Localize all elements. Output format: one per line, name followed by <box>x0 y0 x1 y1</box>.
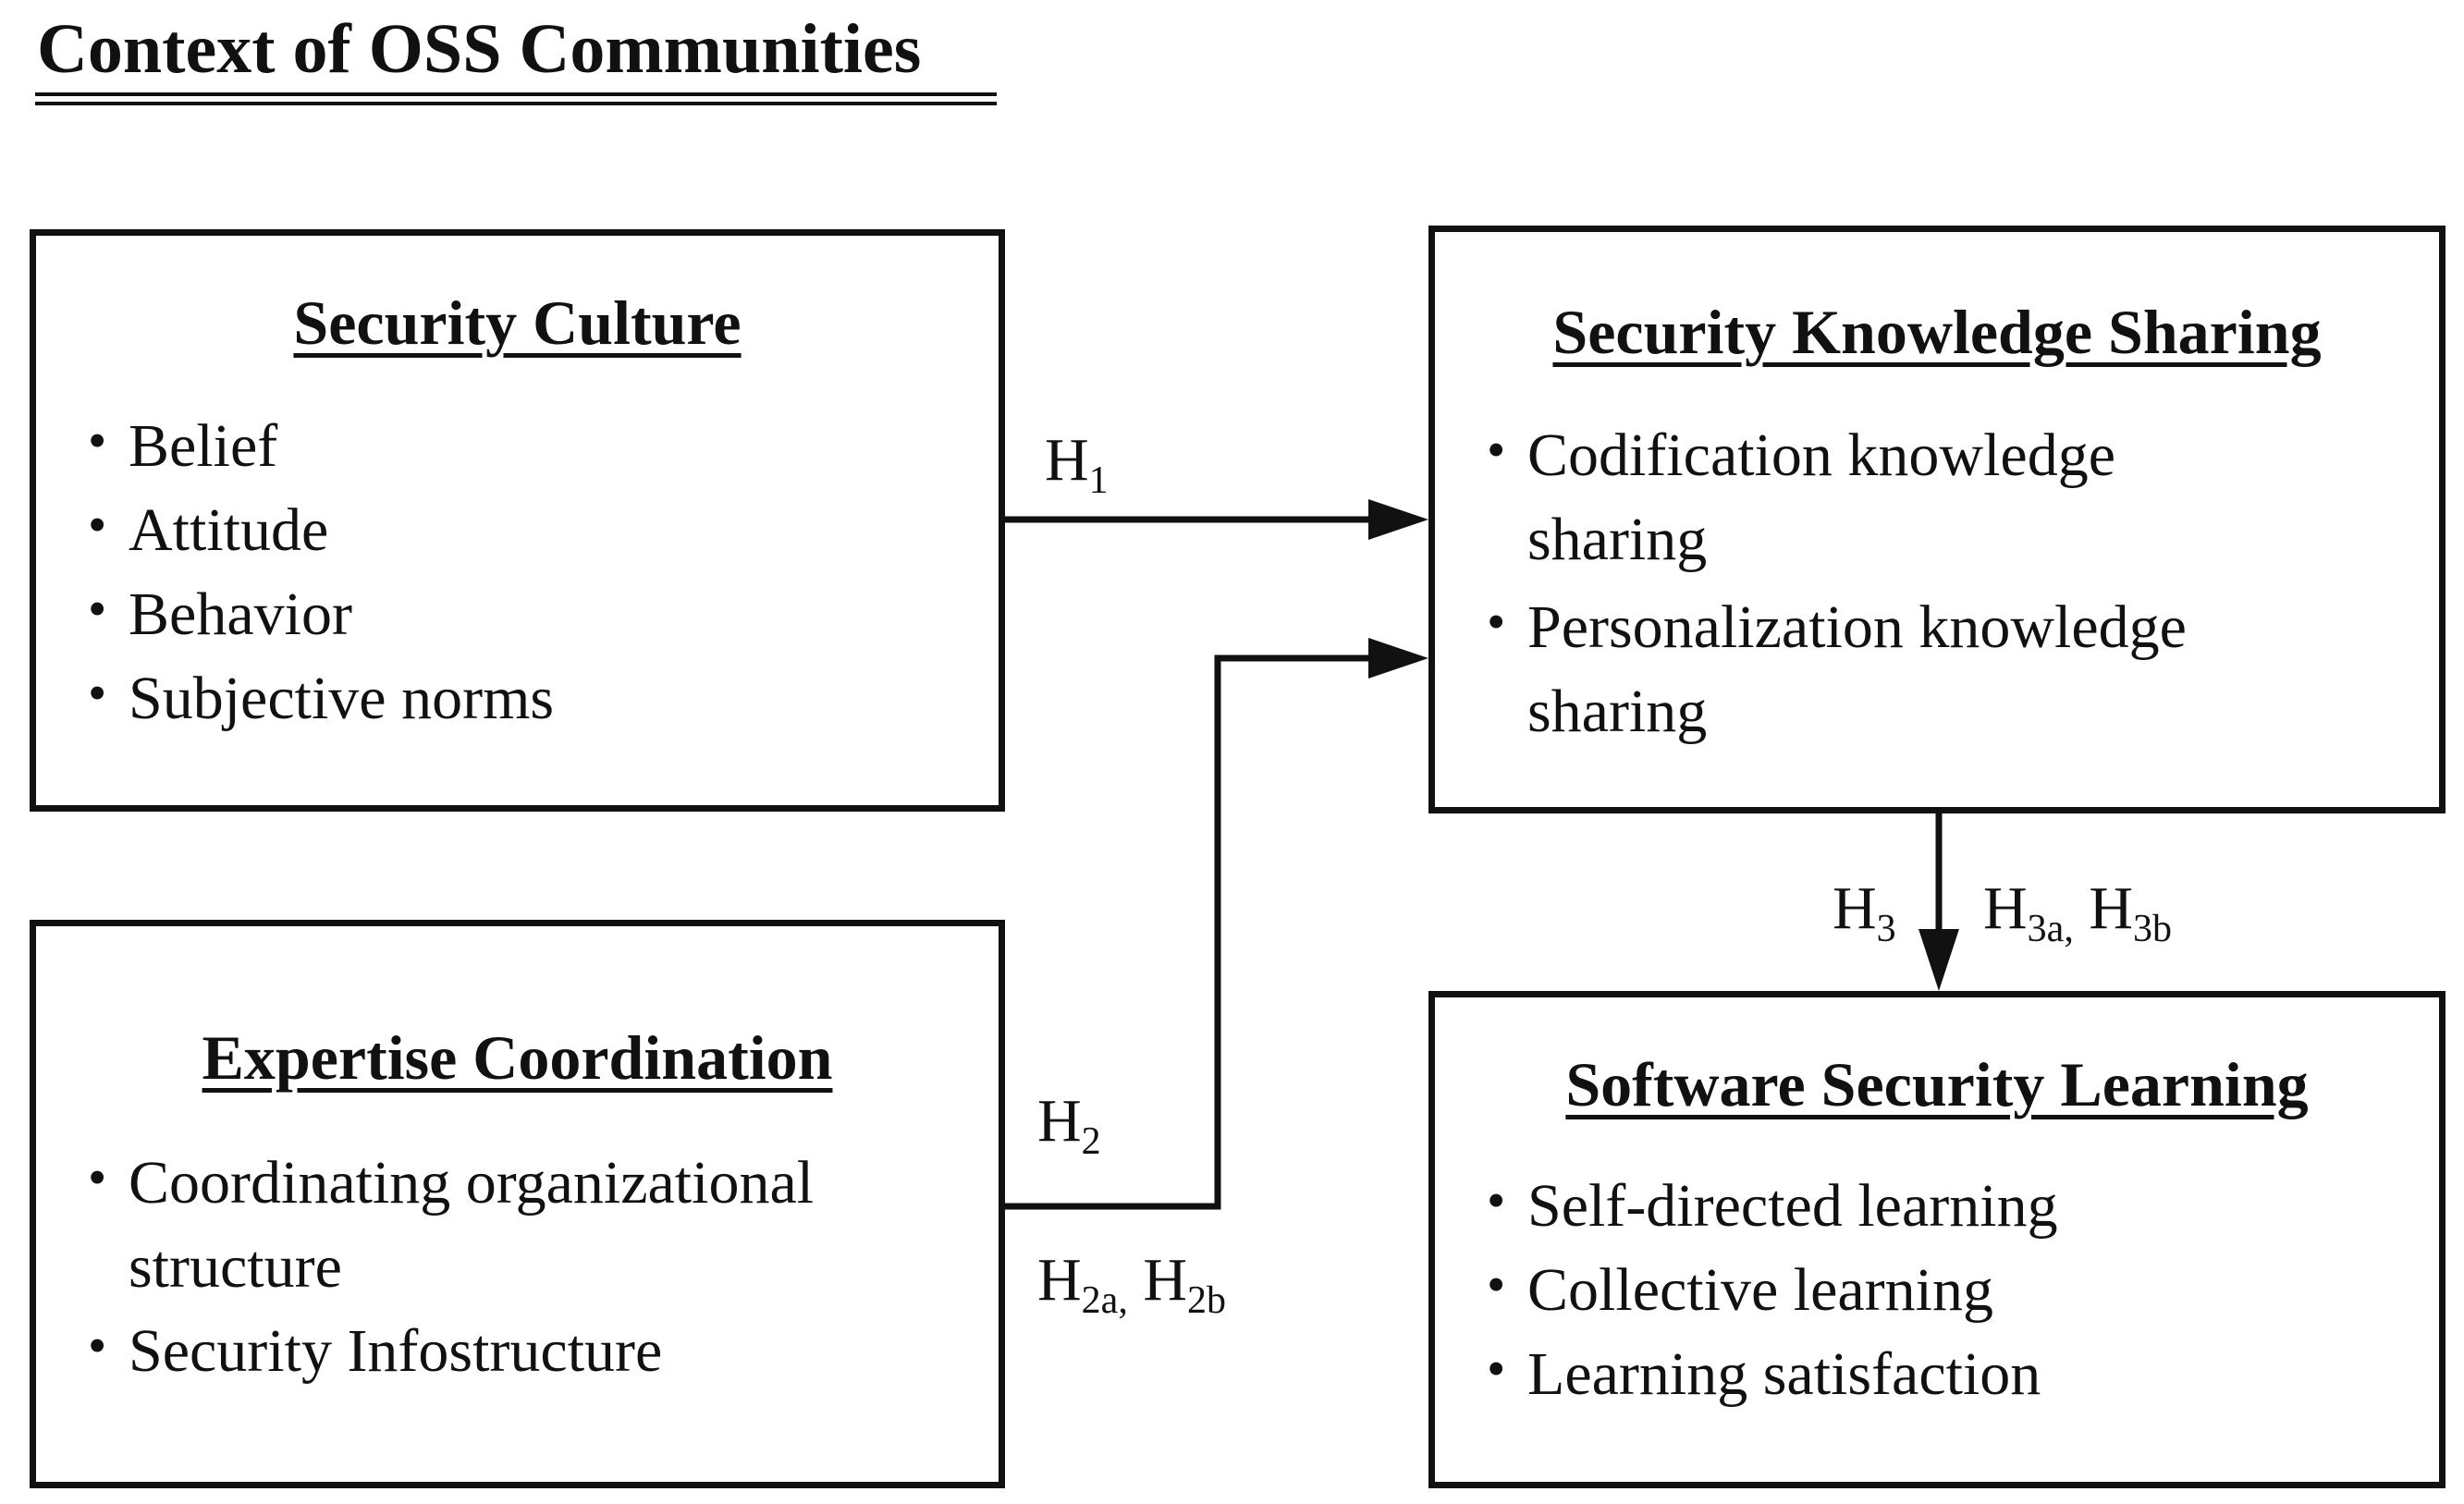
bullet-icon: • <box>1487 420 1506 480</box>
list-item: •Self-directed learning <box>1477 1164 2058 1248</box>
list-item: •Coordinating organizational structure <box>79 1141 924 1309</box>
h3a-h3b-label: H3a, H3b <box>1983 874 2172 950</box>
bullet-icon: • <box>1487 1339 1506 1400</box>
bullet-icon: • <box>88 579 107 640</box>
list-item: •Collective learning <box>1477 1248 2058 1332</box>
diagram-heading: Context of OSS Communities <box>37 10 922 88</box>
bullet-icon: • <box>88 1147 107 1207</box>
security-culture-box: Security Culture •Belief •Attitude •Beha… <box>30 229 1005 812</box>
h2-label: H2 <box>1037 1087 1101 1163</box>
arrow-h3 <box>1918 813 1959 991</box>
security-knowledge-sharing-box: Security Knowledge Sharing •Codification… <box>1428 226 2446 813</box>
expertise-coordination-box: Expertise Coordination •Coordinating org… <box>30 920 1005 1488</box>
heading-underline-bottom <box>35 102 997 105</box>
bullet-icon: • <box>88 663 107 724</box>
heading-underline-top <box>35 92 997 96</box>
list-item: •Behavior <box>79 572 554 656</box>
list-item: •Personalization knowledge sharing <box>1477 585 2360 753</box>
list-item: •Subjective norms <box>79 656 554 740</box>
expertise-coordination-title: Expertise Coordination <box>202 1022 833 1093</box>
h2a-h2b-label: H2a, H2b <box>1037 1246 1226 1322</box>
list-item: •Belief <box>79 404 554 488</box>
bullet-icon: • <box>1487 1170 1506 1230</box>
security-culture-items: •Belief •Attitude •Behavior •Subjective … <box>79 404 554 740</box>
security-knowledge-sharing-items: •Codification knowledge sharing •Persona… <box>1477 413 2411 753</box>
list-item: •Attitude <box>79 488 554 572</box>
h1-label: H1 <box>1045 426 1109 502</box>
security-knowledge-sharing-title: Security Knowledge Sharing <box>1552 297 2322 367</box>
list-item: •Codification knowledge sharing <box>1477 413 2258 581</box>
bullet-icon: • <box>88 1315 107 1376</box>
arrow-h1 <box>1005 499 1428 540</box>
arrow-h2 <box>1005 638 1428 1210</box>
bullet-icon: • <box>1487 1254 1506 1315</box>
bullet-icon: • <box>1487 592 1506 653</box>
bullet-icon: • <box>88 410 107 471</box>
list-item: •Security Infostructure <box>79 1309 966 1393</box>
software-security-learning-items: •Self-directed learning •Collective lear… <box>1477 1164 2058 1416</box>
h3-label: H3 <box>1833 874 1896 950</box>
bullet-icon: • <box>88 495 107 556</box>
security-culture-title: Security Culture <box>293 287 742 358</box>
list-item: •Learning satisfaction <box>1477 1332 2058 1416</box>
software-security-learning-title: Software Security Learning <box>1565 1049 2309 1119</box>
expertise-coordination-items: •Coordinating organizational structure •… <box>79 1141 966 1393</box>
software-security-learning-box: Software Security Learning •Self-directe… <box>1428 991 2446 1488</box>
